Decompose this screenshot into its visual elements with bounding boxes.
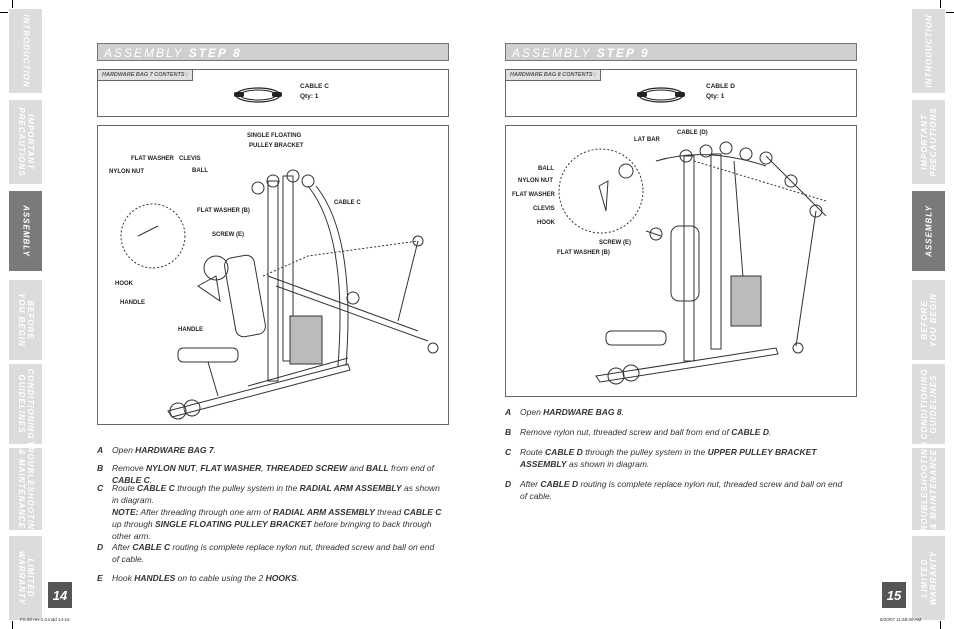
step-8-header: ASSEMBLY STEP 8 xyxy=(97,43,449,61)
home-gym-radial-arm-illustration xyxy=(120,169,439,420)
callout-hook: HOOK xyxy=(537,220,555,226)
hardware-bag-label: HARDWARE BAG 7 CONTENTS : xyxy=(98,70,193,81)
callout-lat-bar: LAT BAR xyxy=(634,137,660,143)
instruction-text: Hook HANDLES on to cable using the 2 HOO… xyxy=(112,573,300,583)
callout-single-floating: SINGLE FLOATING xyxy=(247,133,302,139)
callout-ball: BALL xyxy=(538,166,554,172)
hardware-bag-label: HARDWARE BAG 8 CONTENTS : xyxy=(506,70,601,81)
callout-flat-washer-b: FLAT WASHER (B) xyxy=(557,250,610,256)
callout-hook: HOOK xyxy=(115,281,133,287)
hardware-bag-8-box: HARDWARE BAG 8 CONTENTS : CABLE D Qty: 1 xyxy=(505,69,857,117)
callout-cable-c: CABLE C xyxy=(334,200,361,206)
hardware-bag-7-box: HARDWARE BAG 7 CONTENTS : CABLE C Qty: 1 xyxy=(97,69,449,117)
part-qty: Qty: 1 xyxy=(300,93,319,100)
tab-before-you-begin: BEFORE YOU BEGIN xyxy=(9,280,42,360)
instruction-text: Open HARDWARE BAG 8. xyxy=(520,407,624,417)
tab-important-precautions-right: IMPORTANT PRECAUTIONS xyxy=(912,100,945,184)
cable-icon xyxy=(637,87,685,103)
tab-before-you-begin-right: BEFORE YOU BEGIN xyxy=(912,280,945,360)
callout-nylon-nut: NYLON NUT xyxy=(109,169,144,175)
callout-ball: BALL xyxy=(192,168,208,174)
crop-mark xyxy=(0,12,8,13)
instruction-text: After CABLE D routing is complete replac… xyxy=(520,479,843,501)
tab-troubleshooting-right: TROUBLESHOOTING & MAINTENANCE xyxy=(912,441,945,537)
callout-pulley-bracket: PULLEY BRACKET xyxy=(249,143,304,149)
callout-flat-washer: FLAT WASHER xyxy=(512,192,555,198)
part-qty: Qty: 1 xyxy=(706,93,725,100)
callout-flat-washer-b: FLAT WASHER (B) xyxy=(197,208,250,214)
callout-screw-e: SCREW (E) xyxy=(599,240,631,246)
callout-cable-d: CABLE (D) xyxy=(677,130,708,136)
callout-flat-washer: FLAT WASHER xyxy=(131,156,174,162)
page-number-left: 14 xyxy=(48,582,72,608)
instruction-text: Route CABLE C through the pulley system … xyxy=(112,483,442,541)
tab-assembly-right: ASSEMBLY xyxy=(912,191,945,271)
crop-mark xyxy=(12,0,13,8)
instruction-text: Open HARDWARE BAG 7. xyxy=(112,445,216,455)
tab-introduction-right: INTRODUCTION xyxy=(912,9,945,93)
callout-handle-1: HANDLE xyxy=(120,300,145,306)
footer-date: 8/20/07 11:58:00 AM xyxy=(880,617,922,622)
tab-limited-warranty: LIMITED WARRANTY xyxy=(9,536,42,620)
part-name: CABLE C xyxy=(300,83,329,90)
header-bold: STEP 8 xyxy=(188,46,242,60)
instruction-text: Remove NYLON NUT, FLAT WASHER, THREADED … xyxy=(112,463,435,485)
callout-clevis: CLEVIS xyxy=(533,206,555,212)
tab-assembly: ASSEMBLY xyxy=(9,191,42,271)
tab-introduction: INTRODUCTION xyxy=(9,9,42,93)
tab-conditioning-guidelines: CONDITIONING GUIDELINES xyxy=(9,364,42,444)
header-light: ASSEMBLY xyxy=(104,46,184,60)
home-gym-upper-pulley-illustration xyxy=(558,141,827,385)
callout-clevis: CLEVIS xyxy=(179,156,201,162)
instruction-text: After CABLE C routing is complete replac… xyxy=(112,542,435,564)
step-9-diagram: LAT BAR CABLE (D) BALL NYLON NUT FLAT WA… xyxy=(505,125,857,397)
instruction-text: Route CABLE D through the pulley system … xyxy=(520,447,817,469)
tab-conditioning-guidelines-right: CONDITIONING GUIDELINES xyxy=(912,364,945,444)
header-bold: STEP 9 xyxy=(596,46,650,60)
footer-file-info: FS 50 rev 1.0.indd 14-15 xyxy=(20,617,70,622)
instruction-text: Remove nylon nut, threaded screw and bal… xyxy=(520,427,772,437)
step-9-header: ASSEMBLY STEP 9 xyxy=(505,43,857,61)
tab-important-precautions: IMPORTANT PRECAUTIONS xyxy=(9,100,42,184)
crop-mark xyxy=(940,0,941,8)
part-name: CABLE D xyxy=(706,83,735,90)
tab-limited-warranty-right: LIMITED WARRANTY xyxy=(912,536,945,620)
tab-troubleshooting: TROUBLESHOOTING & MAINTENANCE xyxy=(9,441,42,537)
crop-mark xyxy=(946,12,954,13)
crop-mark xyxy=(940,621,941,629)
callout-screw-e: SCREW (E) xyxy=(212,232,244,238)
header-light: ASSEMBLY xyxy=(512,46,592,60)
step-8-diagram: SINGLE FLOATING PULLEY BRACKET FLAT WASH… xyxy=(97,125,449,425)
crop-mark xyxy=(12,621,13,629)
page-number-right: 15 xyxy=(882,582,906,608)
callout-nylon-nut: NYLON NUT xyxy=(518,178,553,184)
callout-handle-2: HANDLE xyxy=(178,327,203,333)
cable-icon xyxy=(234,87,282,103)
